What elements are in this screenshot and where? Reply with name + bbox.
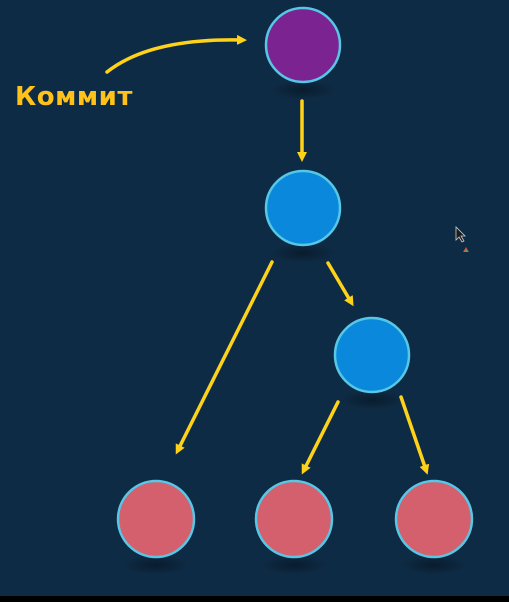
node-leaf-left: [116, 479, 196, 559]
arrow-child-to-right-branch: [326, 261, 354, 307]
commit-label: Коммит: [15, 82, 133, 112]
node-shadow: [259, 555, 329, 575]
node-child: [264, 169, 342, 247]
node-shadow: [338, 390, 406, 410]
arrow-child-to-leaf-left: [175, 260, 274, 455]
node-right-branch: [333, 316, 411, 394]
bottom-bar: [0, 596, 509, 602]
mouse-pointer-icon: [455, 226, 469, 252]
node-shadow: [399, 555, 469, 575]
arrow-right-branch-to-leaf-right: [399, 395, 430, 475]
node-leaf-middle: [254, 479, 334, 559]
node-commit: [264, 6, 342, 84]
node-shadow: [269, 243, 337, 263]
node-leaf-right: [394, 479, 474, 559]
arrow-right-branch-to-leaf-middle: [301, 400, 340, 475]
arrow-label-to-commit: [105, 34, 247, 74]
node-shadow: [269, 80, 337, 100]
node-shadow: [121, 555, 191, 575]
